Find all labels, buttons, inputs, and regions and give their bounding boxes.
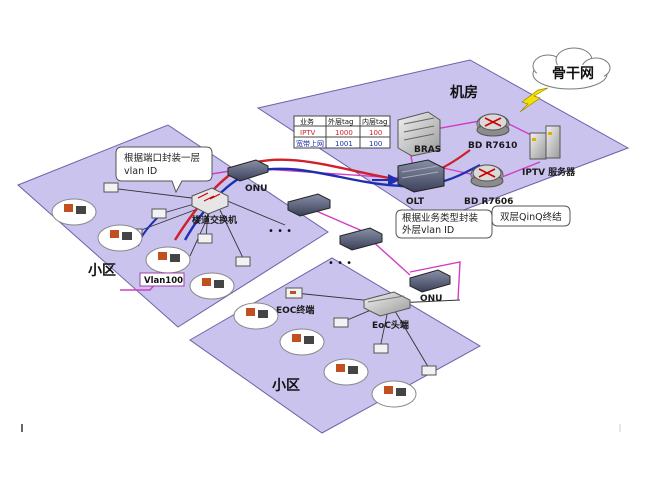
onu-top-device [227,159,269,182]
community-left-zone [17,124,329,328]
ellipsis-dots-left: • • • [268,226,292,237]
tag-table-header-1: 外层tag [328,117,353,126]
corridor-switch-label: 楼道交换机 [192,214,237,226]
terminal-boxes-bottom [333,317,437,376]
corridor-switch-icon [191,187,229,215]
tag-table-r1-c0: 宽带上网 [296,139,324,148]
user-clouds [51,198,417,408]
bras-device [397,111,441,157]
tag-table-r1-c1: 1001 [335,140,353,148]
zone-label-community-left: 小区 [88,263,116,279]
router-r7606-icon [470,164,504,188]
tag-table-r1-c2: 100 [369,140,382,148]
user-cloud-1 [51,198,97,226]
olt-label: OLT [406,197,425,207]
onu-top-label: ONU [245,184,268,194]
callout-service-vlan-line1: 根据业务类型封装 [402,212,479,224]
zone-label-community-bottom: 小区 [272,378,300,394]
bras-label: BRAS [414,145,441,155]
callout-port-vlan: 根据端口封装一层 vlan ID [115,146,213,194]
callout-qinq: 双层QinQ终结 [491,205,571,227]
eoc-terminal-label: EOC终端 [276,304,314,316]
callout-service-vlan: 根据业务类型封装 外层vlan ID [395,209,493,239]
tag-table-r0-c2: 100 [369,129,382,137]
user-cloud-7 [323,358,369,386]
iptv-server-icon [529,125,561,160]
eoc-terminal-icon [285,287,303,299]
vlan100-tag: Vlan100 [139,272,185,287]
callout-service-vlan-line2: 外层vlan ID [402,224,454,236]
olt-device [397,159,445,193]
user-cloud-5 [233,302,279,330]
tag-table-header-2: 内层tag [362,117,387,126]
vlan100-text: Vlan100 [144,276,183,286]
onu-bottom-device [409,269,451,293]
splitter-module-2 [339,227,383,251]
ellipsis-dots-bottom: • • • [328,258,352,269]
onu-bottom-label: ONU [420,294,443,304]
user-cloud-8 [371,380,417,408]
zone-label-machine-room: 机房 [450,84,478,101]
tag-table-header-0: 业务 [300,117,314,126]
user-cloud-4 [189,272,235,300]
callout-qinq-text: 双层QinQ终结 [500,211,562,223]
tag-table-r0-c0: IPTV [300,129,316,137]
iptv-server-label: IPTV 服务器 [522,166,576,178]
tag-table: 业务 外层tag 内层tag IPTV 1000 100 宽带上网 1001 1… [293,115,391,149]
router-r7610-icon [476,113,510,137]
splitter-module-1 [287,193,331,217]
eoc-head-label: EoC头端 [372,319,409,331]
user-cloud-6 [279,328,325,356]
backbone-cloud: 骨干网 [532,47,611,90]
bd-r7606-label: BD R7606 [464,197,513,207]
community-bottom-zone [189,257,482,434]
backbone-label: 骨干网 [552,65,594,82]
lightning-icon [519,87,549,113]
callout-port-vlan-line1: 根据端口封装一层 [124,152,200,164]
bd-r7610-label: BD R7610 [468,141,517,151]
user-cloud-3 [145,246,191,274]
tag-table-r0-c1: 1000 [335,129,353,137]
user-cloud-2 [97,224,143,252]
eoc-head-icon [363,291,411,317]
callout-port-vlan-line2: vlan ID [124,166,157,177]
